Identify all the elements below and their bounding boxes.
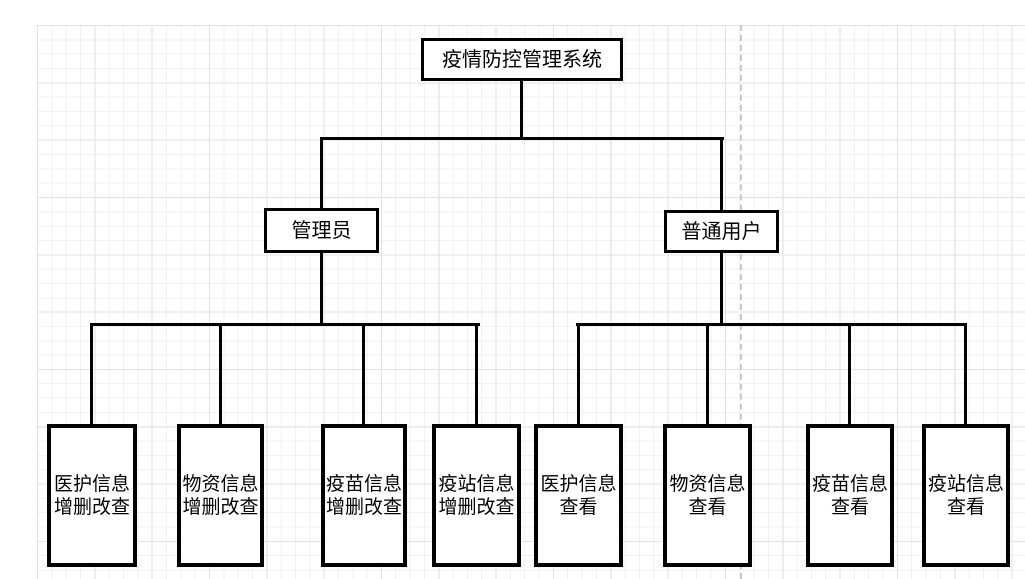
node-root[interactable]: 疫情防控管理系统 [421,38,623,81]
connector-drop-user-4 [964,323,967,425]
connector-drop-admin-4 [475,323,478,425]
leaf-label-line: 疫苗信息 [325,473,402,495]
leaf-label-line: 查看 [559,496,598,518]
node-admin[interactable]: 管理员 [264,208,379,253]
connector-admin-bar [90,323,480,326]
leaf-label-line: 增删改查 [53,496,130,518]
leaf-label-line: 查看 [946,496,985,518]
connector-user-bar [576,323,967,326]
connector-root-stem [520,80,523,140]
node-supplies-crud[interactable]: 物资信息 增删改查 [177,424,264,567]
leaf-label-line: 物资信息 [182,473,259,495]
node-supplies-view[interactable]: 物资信息 查看 [663,424,752,567]
connector-user-stem-bottom [720,252,723,325]
page-break-line [740,25,742,579]
leaf-label-line: 查看 [830,496,869,518]
leaf-label-line: 疫站信息 [438,473,515,495]
node-vaccine-view[interactable]: 疫苗信息 查看 [806,424,894,567]
connector-drop-admin-2 [219,323,222,425]
leaf-label-line: 疫站信息 [927,473,1004,495]
leaf-label-line: 医护信息 [540,473,617,495]
connector-drop-user-3 [848,323,851,425]
node-station-view[interactable]: 疫站信息 查看 [922,424,1010,567]
connector-admin-stem-bottom [320,252,323,325]
node-station-crud[interactable]: 疫站信息 增删改查 [432,424,521,567]
connector-admin-stem-top [320,137,323,209]
connector-drop-user-2 [706,323,709,425]
node-medical-view[interactable]: 医护信息 查看 [534,424,623,567]
node-vaccine-crud[interactable]: 疫苗信息 增删改查 [321,424,407,567]
node-medical-crud[interactable]: 医护信息 增删改查 [47,424,137,567]
leaf-label-line: 物资信息 [669,473,746,495]
connector-drop-admin-3 [362,323,365,425]
connector-drop-user-1 [577,323,580,425]
leaf-label-line: 医护信息 [53,473,130,495]
leaf-label-line: 查看 [688,496,727,518]
connector-user-stem-top [720,137,723,211]
node-user[interactable]: 普通用户 [664,210,779,253]
leaf-label-line: 疫苗信息 [811,473,888,495]
leaf-label-line: 增删改查 [182,496,259,518]
connector-top-bar [320,137,724,140]
leaf-label-line: 增删改查 [325,496,402,518]
connector-drop-admin-1 [90,323,93,425]
leaf-label-line: 增删改查 [438,496,515,518]
